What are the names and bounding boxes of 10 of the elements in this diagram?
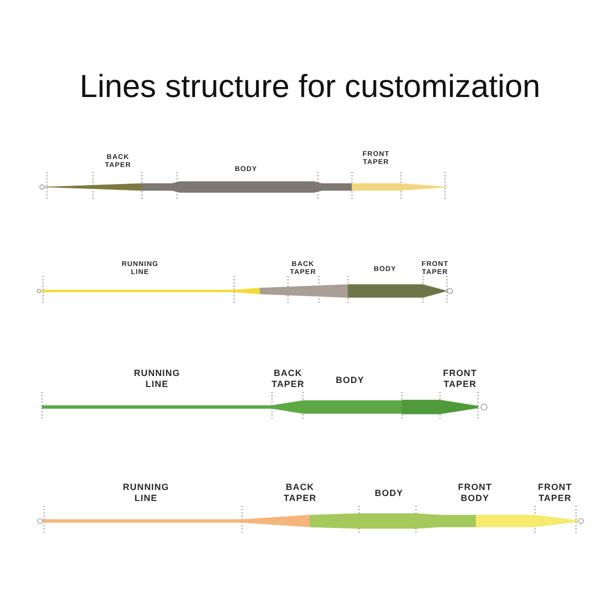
part-label: BODY bbox=[336, 375, 364, 386]
part-label: FRONT TAPER bbox=[443, 368, 477, 390]
part-label: BACK TAPER bbox=[272, 368, 304, 390]
part-label: FRONT TAPER bbox=[538, 482, 572, 504]
part-label: RUNNING LINE bbox=[134, 368, 180, 390]
part-label: FRONT BODY bbox=[458, 482, 492, 504]
part-label: BACK TAPER bbox=[284, 482, 316, 504]
part-label: BODY bbox=[374, 488, 404, 499]
part-label: RUNNING LINE bbox=[122, 482, 170, 504]
title: Lines structure for customization bbox=[78, 68, 542, 105]
